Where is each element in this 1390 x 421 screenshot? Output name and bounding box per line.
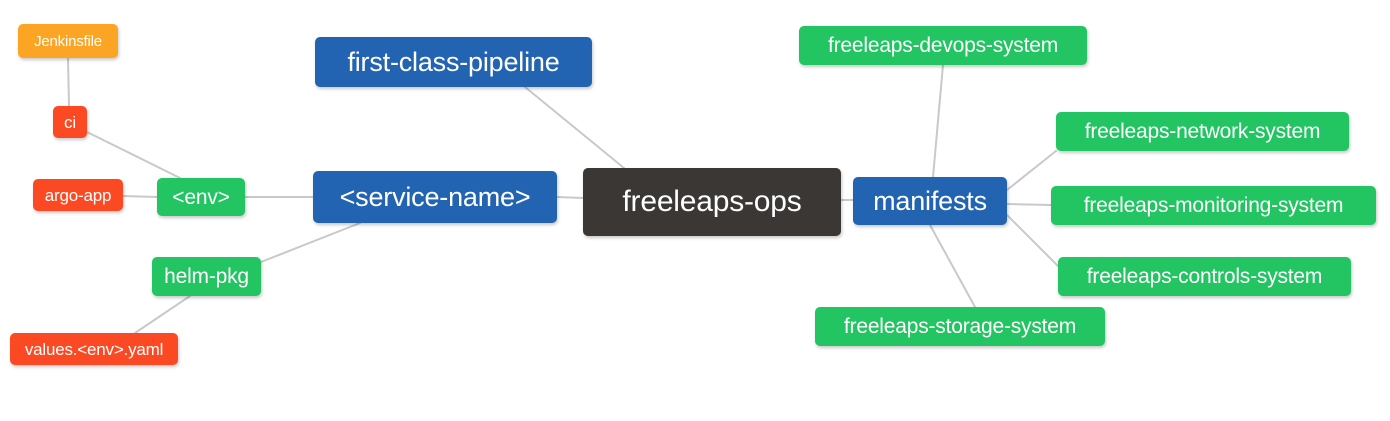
node-env[interactable]: <env>: [157, 178, 245, 216]
node-helm-pkg[interactable]: helm-pkg: [152, 257, 261, 296]
node-values-yaml[interactable]: values.<env>.yaml: [10, 333, 178, 365]
edge-manifests-to-monitoring-system: [1006, 203, 1052, 206]
node-service-name[interactable]: <service-name>: [313, 171, 557, 223]
node-first-class[interactable]: first-class-pipeline: [315, 37, 592, 87]
node-ci[interactable]: ci: [53, 106, 87, 138]
edge-manifests-to-devops-system: [932, 64, 944, 178]
node-storage-system[interactable]: freeleaps-storage-system: [815, 307, 1105, 346]
node-root[interactable]: freeleaps-ops: [583, 168, 841, 236]
node-network-system[interactable]: freeleaps-network-system: [1056, 112, 1349, 151]
node-controls-system[interactable]: freeleaps-controls-system: [1058, 257, 1351, 296]
edge-root-to-service-name: [556, 196, 584, 199]
edge-manifests-to-network-system: [1006, 150, 1057, 191]
edge-manifests-to-storage-system: [929, 224, 976, 308]
edge-manifests-to-controls-system: [1006, 214, 1059, 267]
edge-env-to-ci: [86, 131, 181, 179]
edge-helm-pkg-to-values-yaml: [134, 295, 191, 334]
node-manifests[interactable]: manifests: [853, 177, 1007, 225]
node-devops-system[interactable]: freeleaps-devops-system: [799, 26, 1087, 65]
edge-env-to-argo-app: [122, 195, 158, 198]
edge-service-name-to-helm-pkg: [260, 222, 361, 263]
edge-ci-to-jenkinsfile: [67, 57, 70, 107]
edge-root-to-first-class: [524, 86, 625, 169]
node-argo-app[interactable]: argo-app: [33, 179, 123, 211]
node-monitoring-system[interactable]: freeleaps-monitoring-system: [1051, 186, 1376, 225]
node-jenkinsfile[interactable]: Jenkinsfile: [18, 24, 118, 58]
